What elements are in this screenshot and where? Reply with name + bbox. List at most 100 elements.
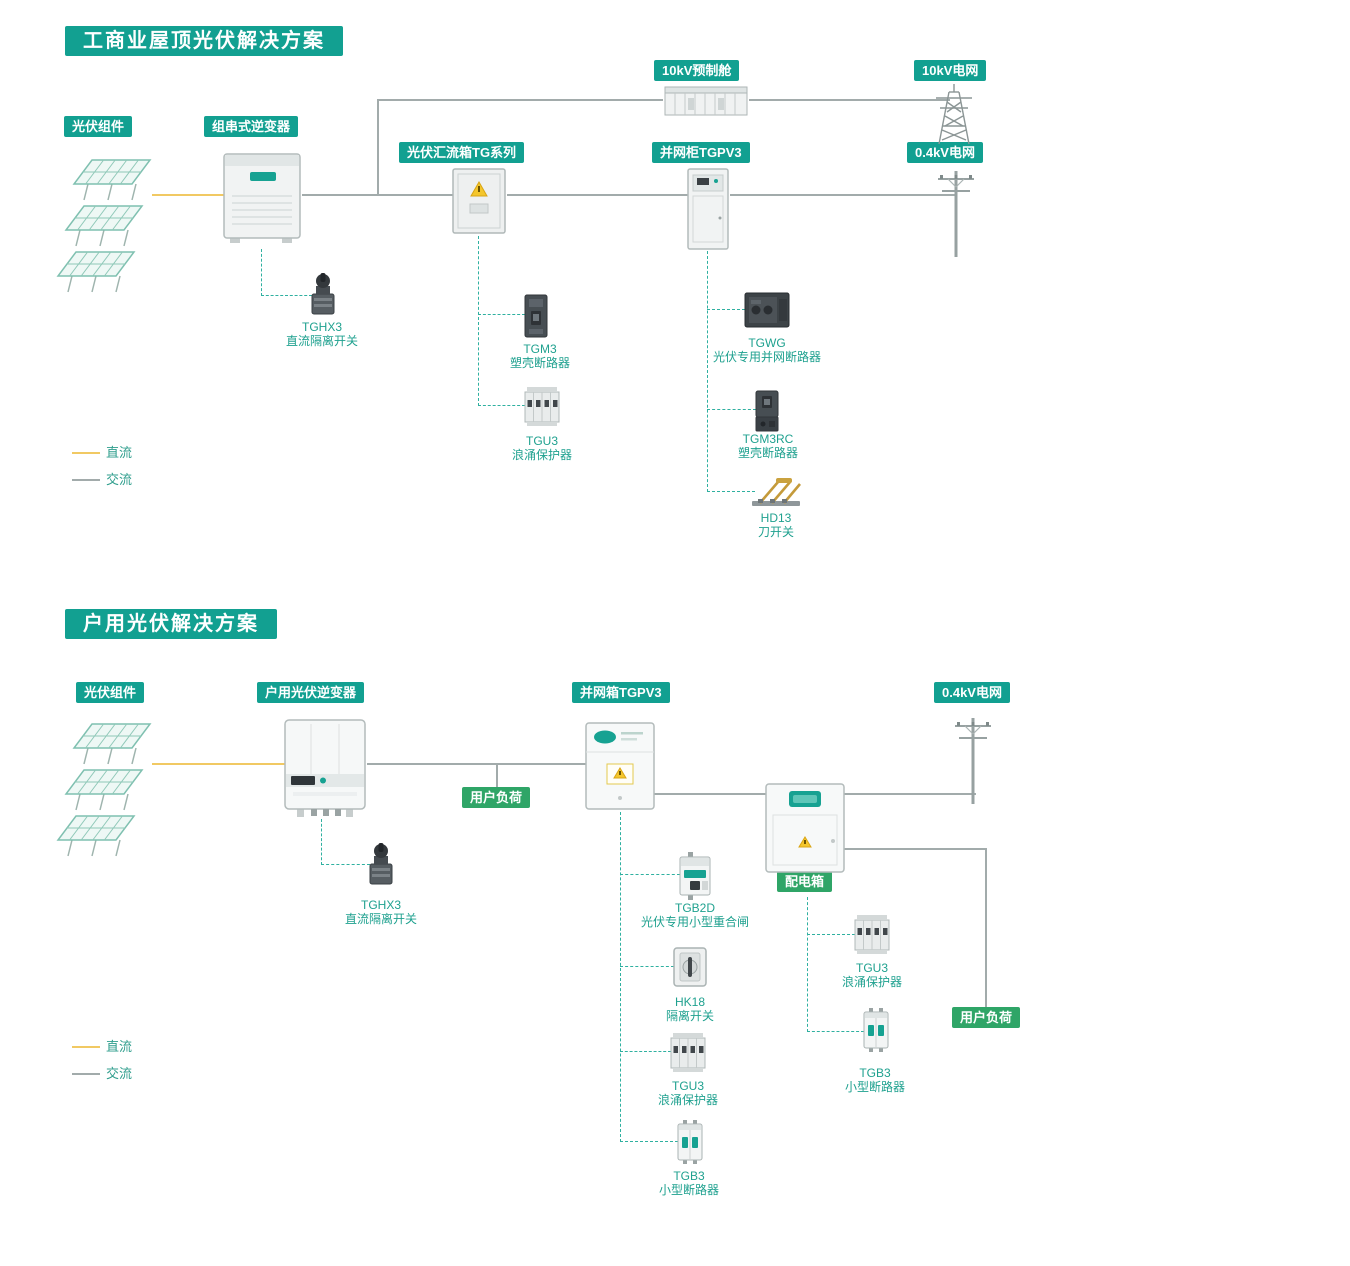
label-pv-modules-2: 光伏组件 [76,682,145,703]
device-desc: 刀开关 [757,525,794,539]
device-label-tgwg: TGWG 光伏专用并网断路器 [697,336,837,364]
tgwg-acb-illustration [742,288,792,330]
device-model: TGB3 [673,1169,705,1183]
dash-to-tgb3-right [807,1031,864,1032]
legend-ac-label: 交流 [106,472,133,487]
ac-line-riser-to-10kv [377,100,379,196]
tgu3-spd-illustration [852,912,892,956]
device-model: TGB3 [859,1066,891,1080]
prefab-cabin-illustration [663,84,749,118]
label-user-load-mid: 用户负荷 [462,787,531,808]
utility-pole-illustration [936,165,976,260]
device-label-tghx3b: TGHX3 直流隔离开关 [306,898,456,926]
ac-line-combiner-to-cabinet [507,194,688,196]
combiner-box-illustration [450,166,508,238]
tgb2d-recloser-illustration [674,850,716,902]
label-string-inverter: 组串式逆变器 [204,116,299,137]
device-desc: 隔离开关 [665,1009,714,1023]
solar-panel-illustration [56,248,136,296]
solar-panel-illustration [64,766,144,814]
device-label-hk18: HK18 隔离开关 [615,995,765,1023]
dash-inverter-down [261,249,262,296]
legend-dc-label: 直流 [106,1039,133,1054]
solar-panel-illustration [56,812,136,860]
dc-line-pv-to-inverter [152,194,224,196]
dash-to-tgu3-left [620,1051,671,1052]
legend-dc-label: 直流 [106,445,133,460]
device-model: TGB2D [674,901,715,915]
device-model: TGWG [748,336,786,350]
solar-panel-illustration [72,720,152,768]
label-pv-modules: 光伏组件 [64,116,133,137]
tgu3-spd-illustration [668,1030,708,1074]
device-desc: 直流隔离开关 [344,912,417,926]
dash-inverter2-down [321,819,322,865]
device-model: TGM3 [523,342,557,356]
ac-drop-to-user-load-right [985,848,987,1009]
tgm3-mccb-illustration [520,292,552,340]
device-label-hd13: HD13 刀开关 [706,511,846,539]
label-10kv-grid: 10kV电网 [914,60,987,81]
ac-line-prefab-to-10kv-grid [749,99,950,101]
tghx3-dc-switch-illustration [362,840,400,888]
hk18-isolator-illustration [668,942,712,990]
device-desc: 光伏专用并网断路器 [712,350,821,364]
legend-ac-line [72,1073,100,1075]
dash-to-tgb3-left [620,1141,678,1142]
dash-to-hd13 [707,491,755,492]
device-model: HD13 [760,511,792,525]
device-label-tgu3-left: TGU3 浪涌保护器 [613,1079,763,1107]
dash-to-tgm3 [478,314,525,315]
legend-dc-line [72,452,100,454]
label-user-load-right: 用户负荷 [952,1007,1021,1028]
device-model: TGU3 [855,961,888,975]
legend-ac-line [72,479,100,481]
utility-pole-illustration [953,712,993,807]
residential-inverter-illustration [281,716,369,820]
device-desc: 塑壳断路器 [509,356,570,370]
string-inverter-illustration [220,148,304,248]
device-label-tgb3-right: TGB3 小型断路器 [800,1066,950,1094]
solar-panel-illustration [72,156,152,204]
dash-to-hk18 [620,966,674,967]
ac-line-to-prefab-cabin [377,99,663,101]
ac-line-cabinet-to-04kv-grid [730,194,956,196]
solar-panel-illustration [64,202,144,250]
device-model: TGHX3 [301,320,342,334]
device-desc: 光伏专用小型重合闸 [640,915,749,929]
ac-line-distbox-to-load [844,848,987,850]
section2-title-banner: 户用光伏解决方案 [65,609,277,639]
device-model: TGHX3 [360,898,401,912]
dash-to-tgwg [707,309,745,310]
tgb3-mcb-illustration [672,1118,708,1166]
dc-line-pv-to-inverter2 [152,763,285,765]
dash-to-tgb2d [620,874,680,875]
dash-cabinet-down [707,251,708,492]
device-label-tgm3rc: TGM3RC 塑壳断路器 [698,432,838,460]
label-prefab-cabin: 10kV预制舱 [654,60,740,81]
distribution-box-illustration [763,781,847,875]
legend-ac-label: 交流 [106,1066,133,1081]
device-desc: 小型断路器 [844,1080,905,1094]
device-model: TGU3 [525,434,558,448]
grid-cabinet-illustration [684,166,732,252]
dash-gridbox-down [620,812,621,1142]
ac-drop-to-user-load [496,765,498,789]
tgb3-mcb-illustration [858,1006,894,1054]
label-residential-inverter: 户用光伏逆变器 [257,682,365,703]
device-label-tgb2d: TGB2D 光伏专用小型重合闸 [620,901,770,929]
device-label-tgu3: TGU3 浪涌保护器 [472,434,612,462]
transmission-tower-illustration [930,82,978,146]
section1-title-banner: 工商业屋顶光伏解决方案 [65,26,343,56]
dash-distbox-down [807,897,808,1032]
device-desc: 浪涌保护器 [511,448,572,462]
label-04kv-grid-2: 0.4kV电网 [934,682,1010,703]
device-model: TGU3 [671,1079,704,1093]
label-grid-connection-box: 并网箱TGPV3 [572,682,670,703]
tghx3-dc-switch-illustration [304,270,342,318]
dash-combiner-down [478,236,479,406]
device-label-tghx3: TGHX3 直流隔离开关 [252,320,392,348]
tgm3rc-mccb-illustration [750,388,784,434]
device-desc: 直流隔离开关 [285,334,358,348]
device-desc: 塑壳断路器 [737,446,798,460]
